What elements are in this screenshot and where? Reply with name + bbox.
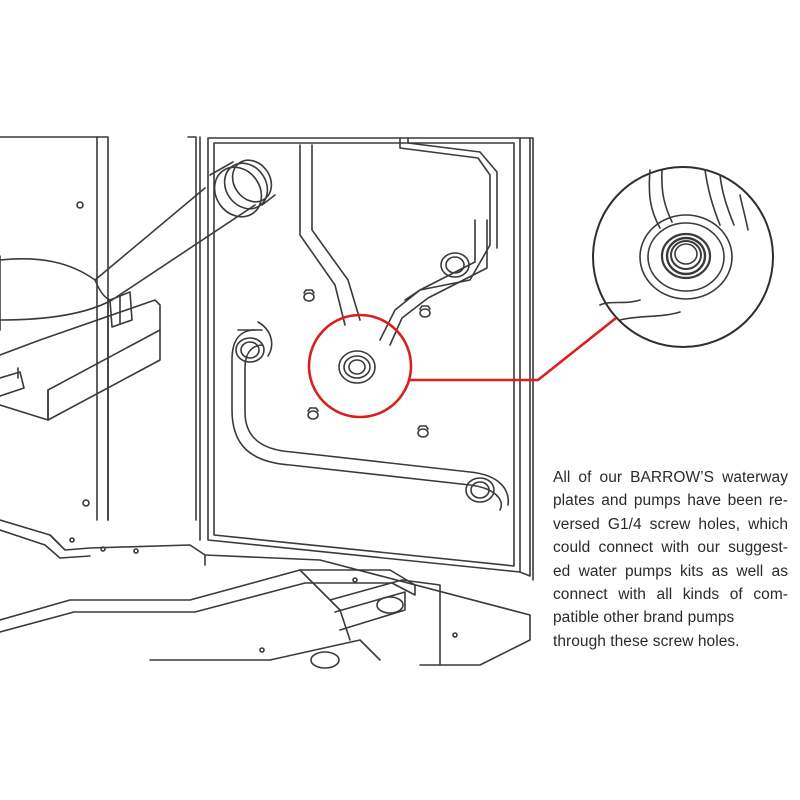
magnified-screw-hole-icon xyxy=(592,166,774,348)
lower-frame xyxy=(0,519,531,669)
pump-block xyxy=(0,291,161,421)
caption-line: could connect with our suggest- xyxy=(553,539,788,557)
leader-line xyxy=(410,316,617,382)
caption-line: through these screw holes. xyxy=(553,632,740,650)
caption-line: patible other brand pumps xyxy=(553,609,735,627)
red-circle-icon xyxy=(307,313,413,419)
case-frame xyxy=(0,136,201,541)
caption-line: plates and pumps have been re- xyxy=(553,492,788,510)
highlight-callout xyxy=(307,313,617,419)
ports xyxy=(235,252,495,503)
standoff-screws xyxy=(303,289,431,438)
waterway-plate xyxy=(207,137,534,581)
caption-text: All of our BARROW’S waterway plates and p… xyxy=(553,466,788,653)
fluid-channels xyxy=(231,144,509,511)
caption-line: ed water pumps kits as well as xyxy=(553,562,788,580)
caption-line: All of our BARROW’S waterway xyxy=(553,469,788,486)
caption-line: versed G1/4 screw holes, which xyxy=(553,515,788,533)
caption-line: connect with all kinds of com- xyxy=(553,586,788,604)
tube-fitting xyxy=(0,159,276,331)
